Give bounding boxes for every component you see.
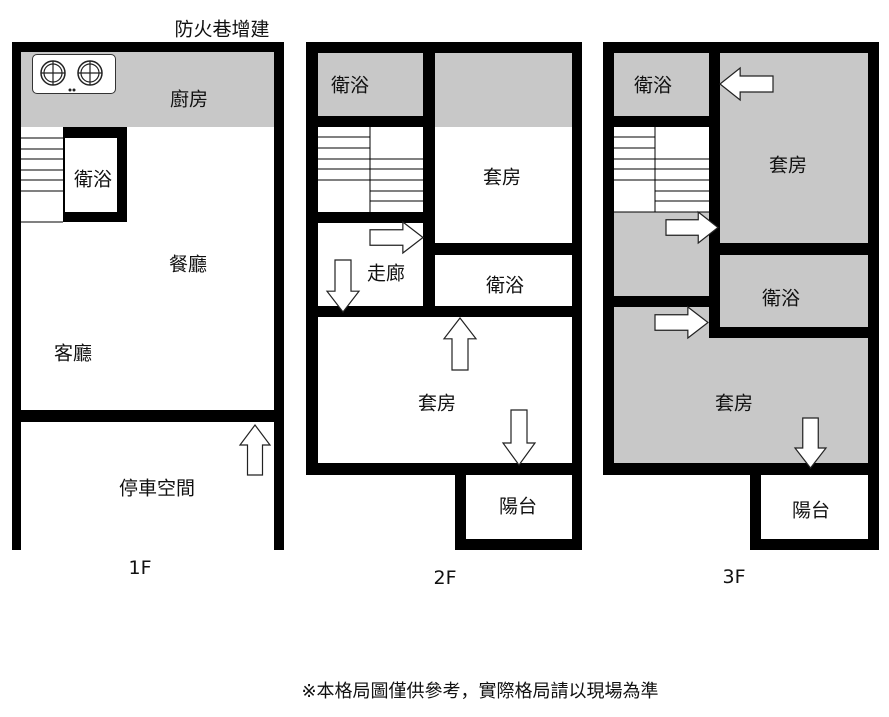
room-label-dining: 餐廳 (168, 253, 208, 276)
disclaimer-note: ※本格局圖僅供參考，實際格局請以現場為準 (301, 681, 659, 702)
arrow-left-icon (719, 66, 774, 102)
suite-2f-a (435, 127, 572, 243)
arrow-up-icon (442, 317, 478, 371)
bathroom-3f-b (720, 255, 868, 327)
suite-3f-b-main (709, 338, 868, 463)
room-label-kitchen: 廚房 (169, 88, 209, 111)
room-label-suite: 套房 (714, 392, 754, 415)
bathroom-1f (65, 138, 117, 212)
arrow-right-icon (665, 210, 719, 245)
bathroom-2f-a (318, 53, 423, 116)
suite-2f-b (318, 317, 572, 463)
room-label-suite: 套房 (417, 392, 457, 415)
room-label-bathroom: 衛浴 (73, 168, 113, 191)
room-label-bathroom: 衛浴 (633, 74, 673, 97)
wall (12, 42, 21, 550)
wall (12, 42, 284, 52)
arrow-right-icon (654, 305, 709, 340)
arrow-up-icon (238, 424, 272, 476)
bathroom-2f-b (435, 255, 572, 306)
bathroom-3f-a (614, 53, 709, 116)
fire-lane-extension-note: 防火巷增建 (174, 18, 270, 41)
arrow-down-icon (793, 417, 828, 469)
floor-label-2f: 2F (433, 567, 457, 589)
arrow-down-icon (501, 409, 537, 467)
wall (274, 42, 284, 550)
stove-icon (32, 54, 116, 94)
room-label-bathroom: 衛浴 (485, 274, 525, 297)
balcony-2f (466, 475, 572, 539)
room-label-suite: 套房 (768, 154, 808, 177)
room-label-balcony: 陽台 (791, 499, 831, 522)
wall (12, 410, 284, 422)
room-label-living: 客廳 (53, 342, 93, 365)
room-label-parking: 停車空間 (118, 477, 196, 500)
balcony-3f (761, 475, 868, 539)
suite-2f-a-shaded (435, 53, 572, 127)
room-label-bathroom: 衛浴 (330, 74, 370, 97)
floor-label-1f: 1F (128, 557, 152, 579)
room-label-balcony: 陽台 (498, 495, 538, 518)
room-label-suite: 套房 (482, 166, 522, 189)
floor-label-3f: 3F (722, 566, 746, 588)
room-label-bathroom: 衛浴 (761, 287, 801, 310)
room-label-corridor: 走廊 (366, 262, 406, 285)
arrow-down-icon (325, 259, 361, 313)
arrow-right-icon (369, 220, 424, 255)
